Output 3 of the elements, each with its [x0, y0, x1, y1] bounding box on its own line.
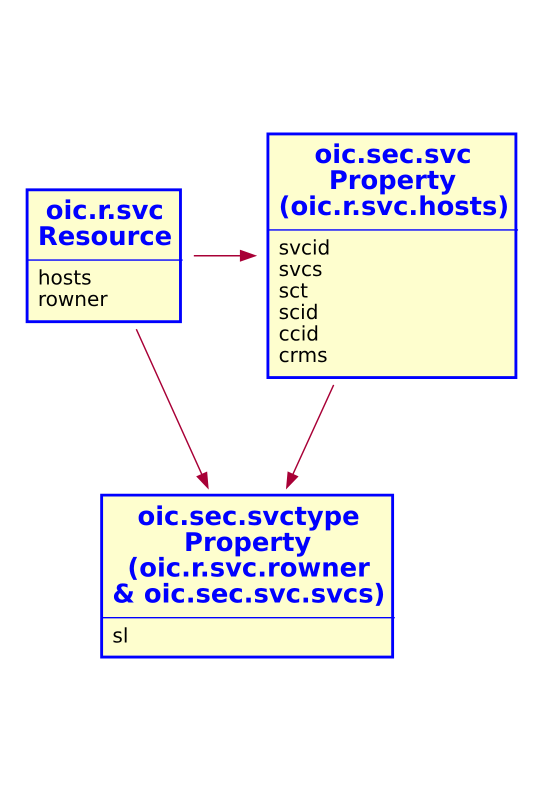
arrow [194, 250, 258, 262]
arrow [286, 384, 334, 490]
arrow [136, 328, 209, 490]
